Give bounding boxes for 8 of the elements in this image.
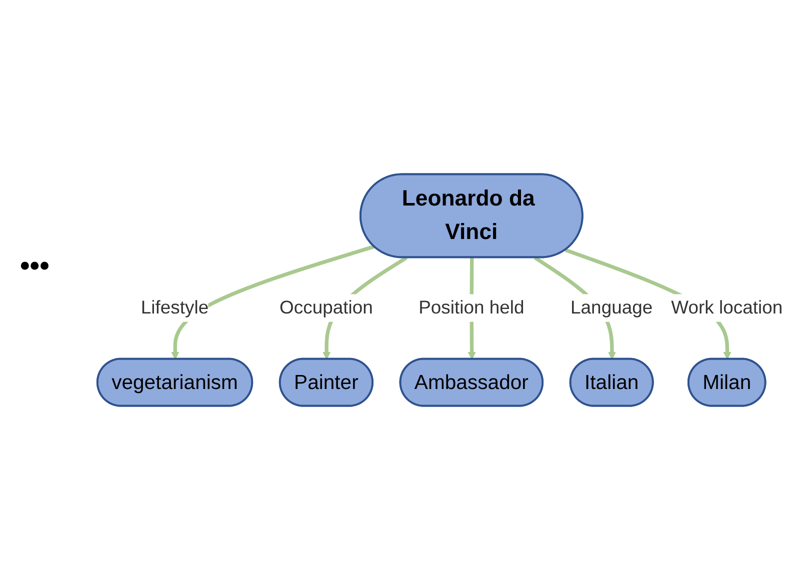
ellipsis-text: ••• [20, 250, 50, 282]
edge-label: Lifestyle [140, 298, 209, 318]
edge-label: Position held [418, 298, 524, 318]
arrow [171, 244, 375, 360]
edge-label: Occupation [280, 298, 373, 318]
edge-label: Work location [671, 298, 783, 318]
edge-label: Language [570, 298, 653, 318]
arrow [564, 248, 732, 360]
